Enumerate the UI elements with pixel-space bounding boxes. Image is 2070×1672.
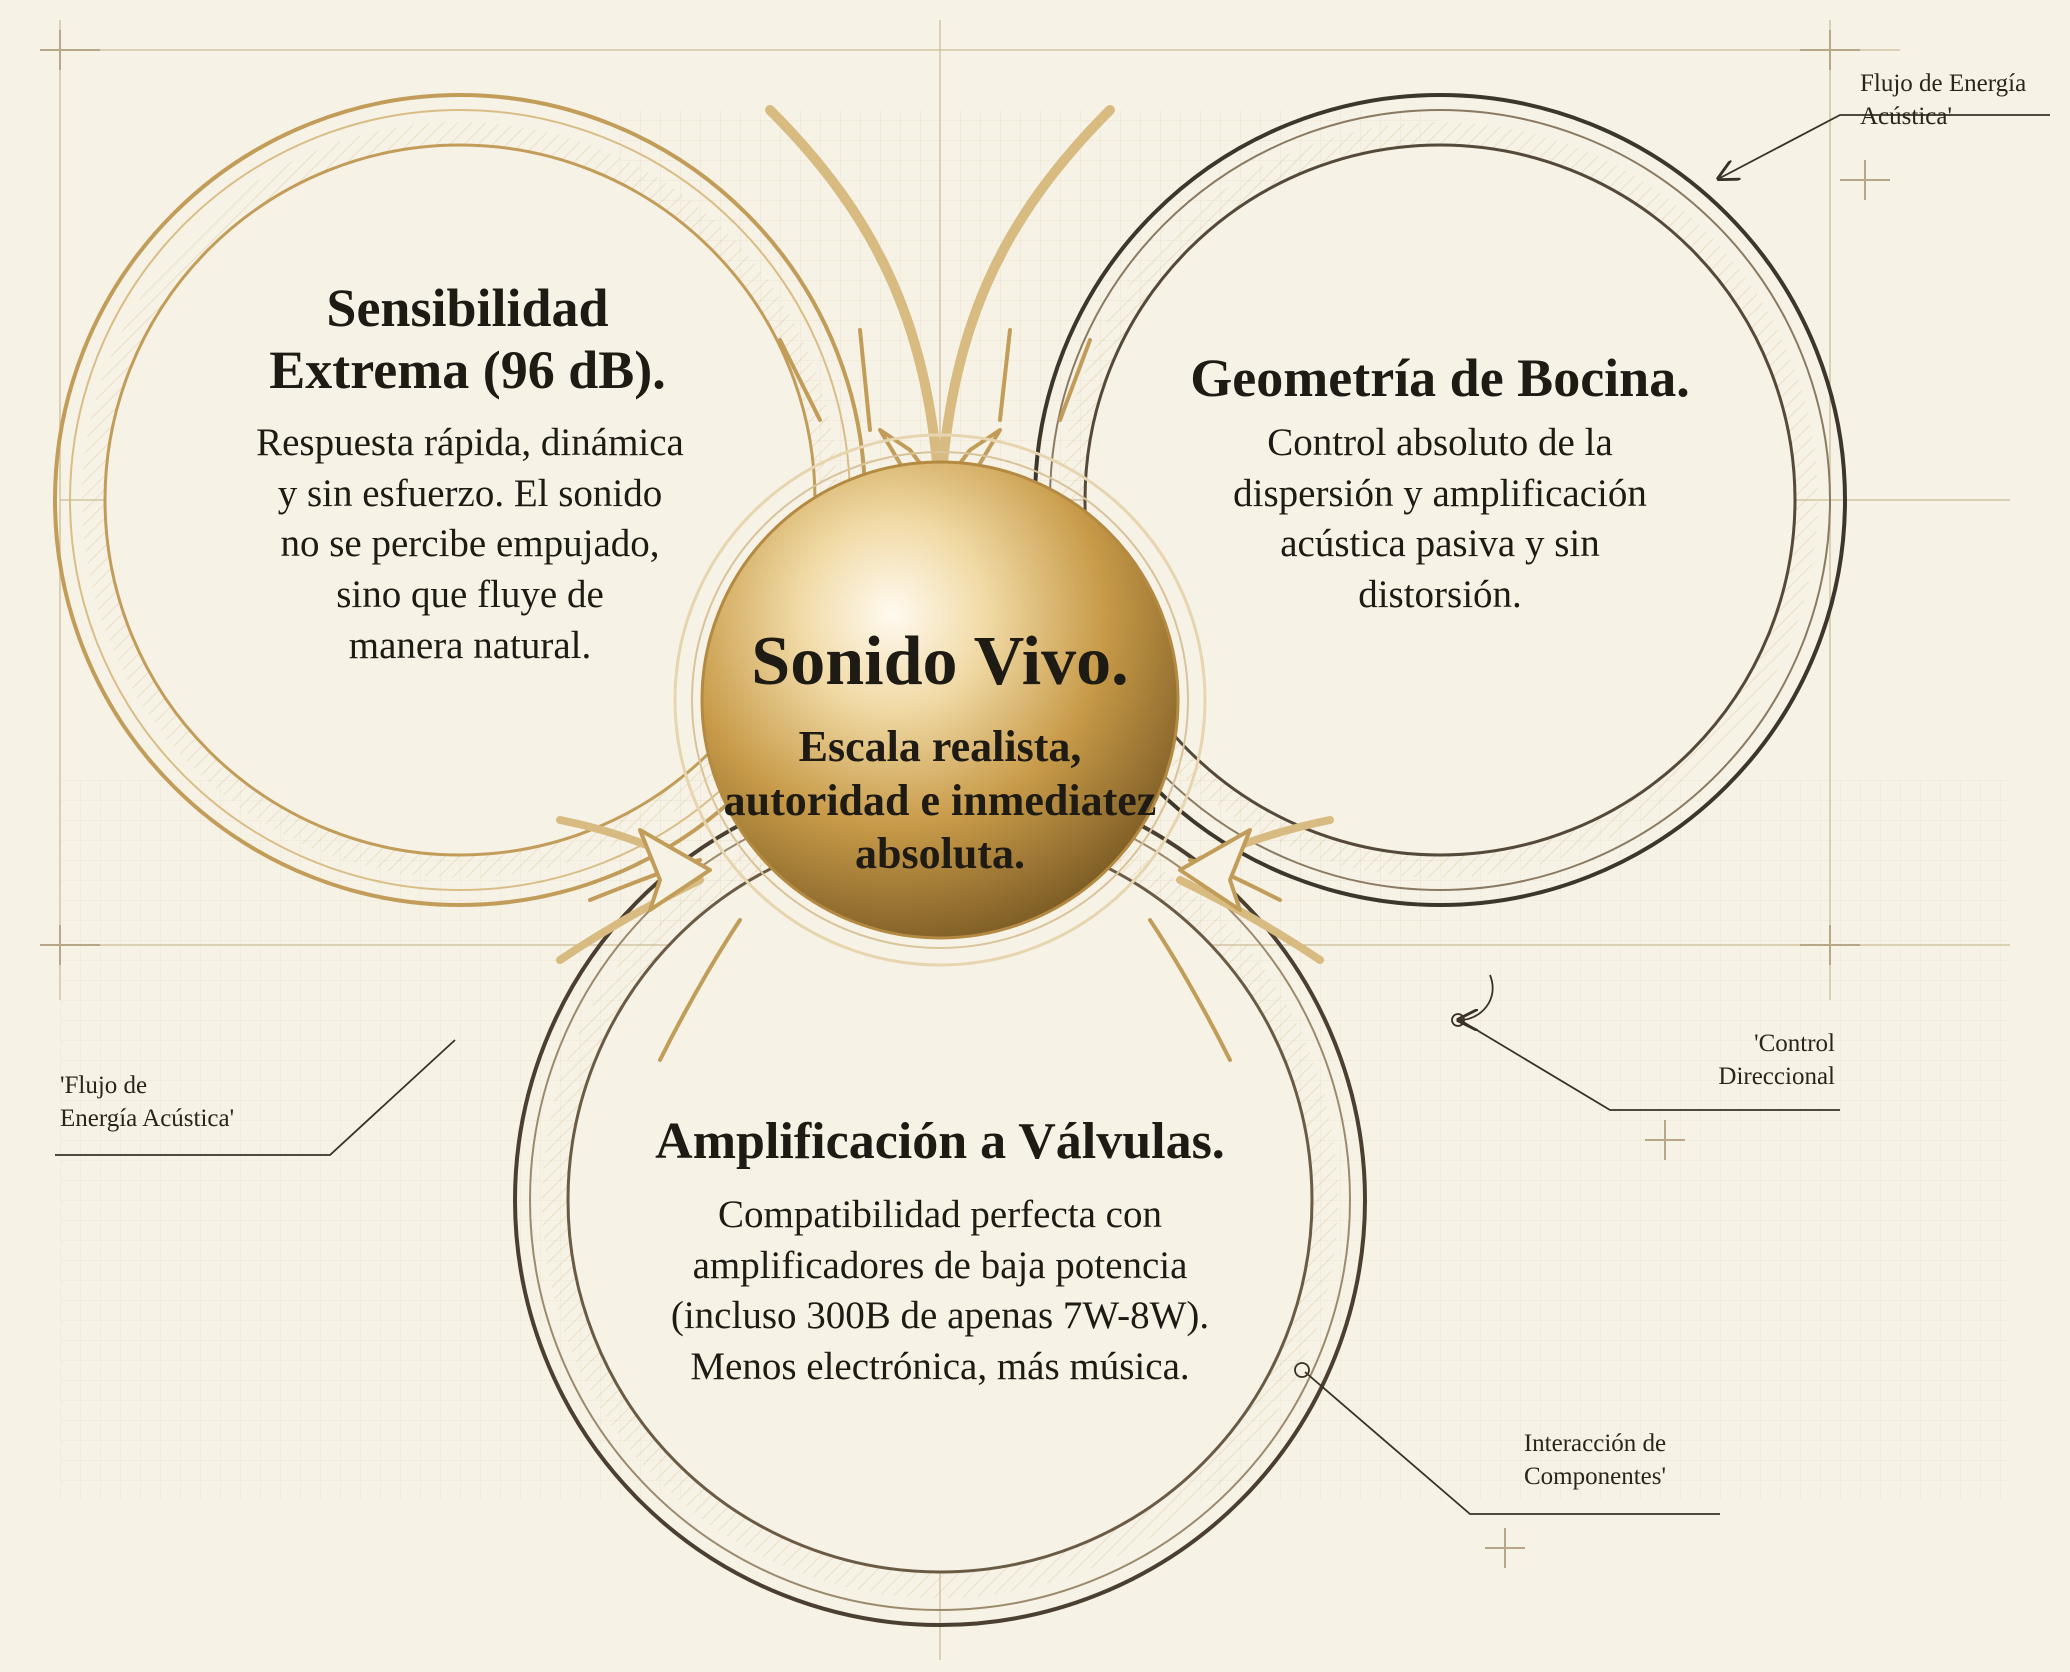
description-line: manera natural. bbox=[348, 623, 592, 667]
description-line: (incluso 300B de apenas 7W-8W). bbox=[670, 1294, 1210, 1338]
center-description: Escala realista, autoridad e inmediatez … bbox=[680, 720, 1200, 881]
description-line: no se percibe empujado, bbox=[280, 522, 660, 566]
ring-left bbox=[53, 93, 867, 907]
annotation-line: Direccional bbox=[1718, 1062, 1835, 1090]
annotation-control-direccional: 'Control Direccional bbox=[1640, 1028, 1835, 1093]
description-line: dispersión y amplificación bbox=[1233, 471, 1647, 515]
annotation-line: Flujo de Energía bbox=[1860, 70, 2027, 97]
center-description-line: Escala realista, bbox=[798, 722, 1082, 771]
annotation-line: Componentes' bbox=[1524, 1462, 1666, 1490]
node-geometria-title: Geometría de Bocina. bbox=[1190, 348, 1690, 408]
node-geometria-description: Control absoluto de la dispersión y ampl… bbox=[1190, 418, 1690, 621]
description-line: amplificadores de baja potencia bbox=[692, 1243, 1188, 1287]
center-title: Sonido Vivo. bbox=[751, 623, 1129, 700]
node-sensibilidad-title-line: Sensibilidad bbox=[326, 278, 609, 338]
node-sensibilidad-description: Respuesta rápida, dinámica y sin esfuerz… bbox=[190, 418, 750, 671]
ring-right bbox=[1033, 93, 1847, 907]
description-line: distorsión. bbox=[1358, 573, 1522, 617]
center-sphere bbox=[673, 433, 1207, 967]
annotation-line: Interacción de bbox=[1523, 1430, 1667, 1457]
node-sensibilidad-title: Sensibilidad Extrema (96 dB). bbox=[160, 278, 775, 401]
description-line: Control absoluto de la bbox=[1267, 421, 1613, 464]
center-description-line: absoluta. bbox=[855, 829, 1025, 879]
center-description-line: autoridad e inmediatez bbox=[723, 775, 1157, 825]
description-line: Menos electrónica, más música. bbox=[690, 1345, 1190, 1389]
description-line: y sin esfuerzo. El sonido bbox=[277, 471, 663, 515]
annotation-line: 'Control bbox=[1754, 1030, 1835, 1057]
registration-marks bbox=[40, 30, 1890, 1568]
annotation-interaccion-componentes: Interacción de Componentes' bbox=[1480, 1428, 1710, 1493]
annotation-line: Acústica' bbox=[1860, 102, 1952, 130]
description-line: Compatibilidad perfecta con bbox=[717, 1193, 1162, 1236]
description-line: acústica pasiva y sin bbox=[1280, 522, 1600, 566]
node-amplificacion-title: Amplificación a Válvulas. bbox=[655, 1113, 1225, 1170]
annotation-line: 'Flujo de bbox=[60, 1072, 148, 1099]
annotation-line: Energía Acústica' bbox=[60, 1104, 235, 1132]
description-line: Respuesta rápida, dinámica bbox=[256, 421, 684, 464]
description-line: sino que fluye de bbox=[336, 573, 604, 617]
annotation-flujo-energia-left: 'Flujo de Energía Acústica' bbox=[60, 1070, 360, 1135]
annotation-flujo-energia-top: Flujo de Energía Acústica' bbox=[1860, 68, 2026, 133]
ring-bottom bbox=[513, 773, 1367, 1627]
annotation-leaders bbox=[55, 114, 2050, 1515]
node-amplificacion-description: Compatibilidad perfecta con amplificador… bbox=[610, 1190, 1270, 1393]
node-sensibilidad-title-line: Extrema (96 dB). bbox=[269, 339, 666, 400]
